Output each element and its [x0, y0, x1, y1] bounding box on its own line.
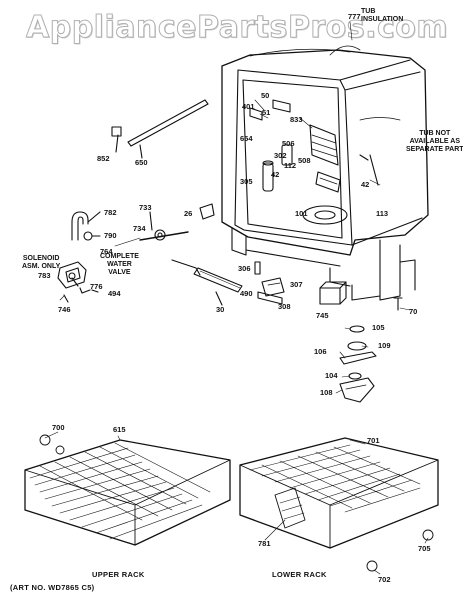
- part-42-label-b: 42: [361, 180, 370, 189]
- part-112-label: 112: [284, 161, 297, 170]
- part-51-label: 51: [262, 108, 271, 117]
- part-764-label: 764: [100, 247, 113, 256]
- lower-rack-caption: LOWER RACK: [272, 570, 327, 579]
- part-104-label: 104: [325, 371, 338, 380]
- part-109-label: 109: [378, 341, 391, 350]
- part-700-label: 700: [52, 423, 65, 432]
- watermark: AppliancePartsPros.com: [25, 10, 449, 46]
- part-26-label: 26: [184, 209, 193, 218]
- leader-lines: [44, 21, 429, 575]
- part-734-label: 734: [133, 224, 146, 233]
- upper-rack-drawing: [24, 434, 231, 546]
- door-seal-parts: [111, 99, 209, 159]
- art-number-caption: (ART NO. WD7865 C5): [10, 583, 95, 592]
- pump-motor-parts: [254, 261, 403, 311]
- part-106-label: 106: [314, 347, 327, 356]
- part-490-label: 490: [240, 289, 253, 298]
- part-306-label: 306: [238, 264, 251, 273]
- part-302-label: 302: [274, 151, 287, 160]
- fill-hose-parts: [71, 211, 101, 241]
- part-307-label: 307: [290, 280, 303, 289]
- part-777-label: 777: [348, 12, 361, 21]
- lower-rack-drawing: [239, 437, 439, 572]
- part-790-label: 790: [104, 231, 117, 240]
- spray-arm-parts: [339, 325, 377, 403]
- part-705-label: 705: [418, 544, 431, 553]
- upper-rack-caption: UPPER RACK: [92, 570, 145, 579]
- part-105-label: 105: [372, 323, 385, 332]
- part-733-label: 733: [139, 203, 152, 212]
- part-101-label: 101: [295, 209, 308, 218]
- note-complete-valve: COMPLETE WATER VALVE: [100, 253, 139, 276]
- part-650-label: 650: [135, 158, 148, 167]
- part-401-label: 401: [242, 102, 255, 111]
- part-702-label: 702: [378, 575, 391, 584]
- part-615-label: 615: [113, 425, 126, 434]
- part-745-label: 745: [316, 311, 329, 320]
- part-308-label: 308: [278, 302, 291, 311]
- tub-assembly: [221, 45, 429, 301]
- part-654-label: 654: [240, 134, 253, 143]
- part-701-label: 701: [367, 436, 380, 445]
- part-42-label-a: 42: [271, 170, 280, 179]
- part-113-label: 113: [376, 209, 389, 218]
- part-70-label: 70: [409, 307, 418, 316]
- part-305-label: 305: [240, 177, 253, 186]
- center-drain-parts: [139, 203, 243, 306]
- part-746-label: 746: [58, 305, 71, 314]
- part-506-label: 506: [282, 139, 295, 148]
- part-50-label: 50: [261, 91, 270, 100]
- part-781-label: 781: [258, 539, 271, 548]
- part-30-label: 30: [216, 305, 225, 314]
- inlet-valve-parts: [57, 261, 99, 303]
- note-solenoid: SOLENOID ASM. ONLY: [22, 255, 61, 270]
- part-494-label: 494: [108, 289, 121, 298]
- note-tub-insulation: TUB INSULATION: [361, 8, 404, 23]
- part-108-label: 108: [320, 388, 333, 397]
- part-852-label: 852: [97, 154, 110, 163]
- part-508-label: 508: [298, 156, 311, 165]
- part-783-label: 783: [38, 271, 51, 280]
- part-782-label: 782: [104, 208, 117, 217]
- part-833-label: 833: [290, 115, 303, 124]
- note-tub-not-available: TUB NOT AVAILABLE AS SEPARATE PART: [406, 130, 463, 153]
- part-776-label: 776: [90, 282, 103, 291]
